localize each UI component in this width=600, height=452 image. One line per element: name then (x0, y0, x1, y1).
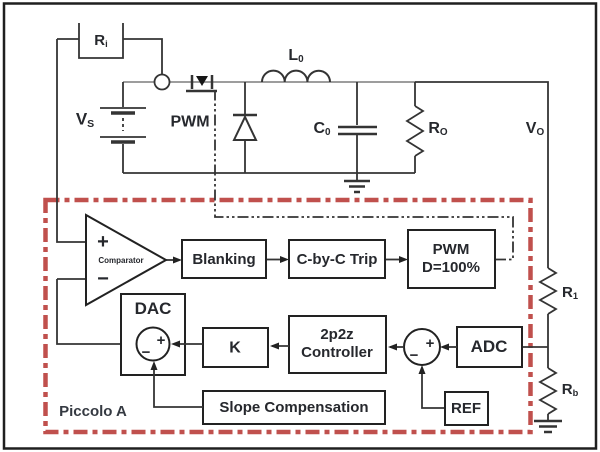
error-sum-plus: + (425, 335, 435, 352)
mosfet-arrow (196, 76, 208, 86)
slope-compensation-label: Slope Compensation (219, 399, 369, 416)
comparator-label: Comparator (98, 256, 144, 266)
cbyc-trip-block (288, 239, 386, 279)
blanking-label: Blanking (192, 251, 256, 268)
arrow-into-blanking (173, 256, 182, 264)
arrow-into-k (270, 342, 279, 350)
adc-block (456, 326, 523, 368)
arrow-slope-into-dacsum (150, 361, 158, 370)
pwm-block (407, 229, 496, 289)
arrow-into-trip (280, 256, 289, 263)
ro-label: RO (428, 119, 448, 139)
pwm-gate-drive-wire (214, 92, 514, 261)
current-sense-circle (153, 73, 171, 91)
wires (56, 23, 562, 434)
k-gain-label: K (229, 339, 241, 357)
ref-label: REF (451, 400, 481, 417)
ri-label: Ri (94, 31, 108, 49)
controller-2p2z-block (288, 315, 387, 374)
pwm-switch-label: PWM (170, 113, 210, 131)
resistor-ri-symbol (78, 23, 124, 59)
adc-label: ADC (470, 336, 508, 356)
r1-label: R1 (561, 283, 579, 301)
vs-label: VS (75, 109, 95, 130)
dac-label: DAC (134, 298, 172, 318)
arrow-into-pwm (399, 256, 408, 263)
k-gain-block (202, 327, 269, 368)
ri-right-lead (123, 38, 163, 75)
comparator-minus: − (97, 268, 109, 290)
resistor-rb-symbol (538, 367, 558, 415)
slope-to-dac-wire (153, 369, 203, 408)
arrow-into-controller (388, 343, 397, 351)
blanking-block (181, 239, 267, 279)
resistor-r1-symbol (538, 267, 558, 315)
arrow-into-errorsum (440, 343, 449, 351)
cbyc-trip-label: C-by-C Trip (296, 251, 378, 268)
c0-label: C0 (313, 119, 331, 139)
arrow-into-dac-sum (171, 340, 180, 348)
arrow-ref-into-errorsum (418, 365, 426, 374)
current-sense-feedback-wire (56, 39, 86, 243)
comparator-triangle (85, 213, 169, 307)
l0-label: L0 (288, 46, 304, 66)
arrowheads (150, 256, 449, 374)
vo-label: VO (525, 119, 545, 139)
piccolo-region-outline (43, 197, 533, 435)
ref-wire (421, 373, 445, 409)
ref-block (444, 391, 489, 426)
resistor-ro-symbol (405, 105, 425, 157)
vo-rail (415, 81, 549, 268)
piccolo-region-label: Piccolo A (59, 403, 127, 420)
comparator-plus: + (97, 231, 109, 253)
dac-sum-plus: + (156, 332, 166, 349)
inductor-symbol (261, 69, 331, 83)
dac-summing-junction (135, 326, 171, 362)
rb-label: Rb (561, 380, 579, 398)
dac-to-comparator-wire (56, 279, 136, 345)
dac-sum-minus: − (141, 344, 151, 361)
error-sum-minus: − (409, 347, 419, 364)
